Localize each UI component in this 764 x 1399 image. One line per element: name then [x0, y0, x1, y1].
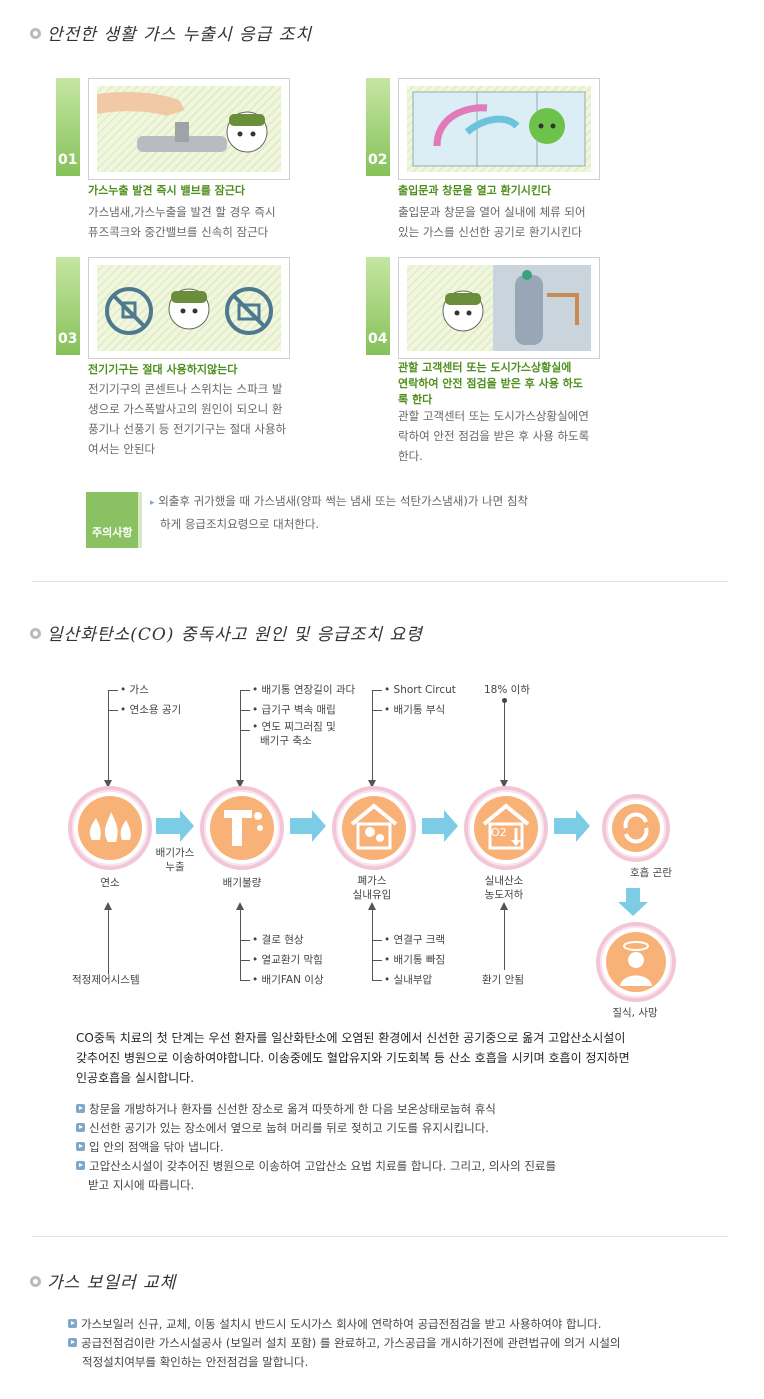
bullet-arrow-icon — [76, 1161, 85, 1170]
step-number-tab: 03 — [56, 257, 80, 355]
node-label: 질식, 사망 — [612, 1007, 658, 1019]
cause-label: • 가스• 연소용 공기 — [120, 684, 182, 716]
connector-line — [108, 690, 118, 691]
connector-line — [108, 710, 118, 711]
connector-line — [504, 904, 505, 970]
inspection-boiler-icon — [442, 265, 591, 351]
bullet-icon — [30, 28, 41, 39]
step-illustration — [398, 257, 600, 359]
list-item: 신선한 공기가 있는 장소에서 옆으로 눕혀 머리를 뒤로 젖히고 기도를 유지… — [76, 1119, 556, 1138]
step-illustration — [88, 78, 290, 180]
step-number-tab: 02 — [366, 78, 390, 176]
connector-line — [240, 710, 250, 711]
cause-label: • 연결구 크랙 • 배기통 빠짐 • 실내부압 — [384, 934, 446, 986]
step-heading: 출입문과 창문을 열고 환기시킨다 — [398, 184, 552, 197]
halo-person-icon — [620, 941, 652, 986]
caution-badge: 주의사항 — [86, 492, 138, 548]
caution-badge-shadow — [138, 492, 142, 548]
step-number-tab: 04 — [366, 257, 390, 355]
caution-text: ▸ 외출후 귀가했을 때 가스냄새(양파 썩는 냄새 또는 석탄가스냄새)가 나… — [150, 494, 529, 531]
node-oxygen-drop: O2 — [464, 786, 548, 870]
node-label: 배기불량 — [222, 877, 262, 889]
node-label: 실내산소 농도저하 — [484, 875, 524, 901]
list-item: 공급전점검이란 가스시설공사 (보일러 설치 포함) 를 완료하고, 가스공급을… — [68, 1334, 621, 1353]
list-item: 가스보일러 신규, 교체, 이동 설치시 반드시 도시가스 회사에 연락하여 공… — [68, 1315, 621, 1334]
connector-line — [372, 960, 382, 961]
house-gas-icon — [350, 803, 398, 850]
bullet-arrow-icon — [76, 1104, 85, 1113]
node-poor-exhaust — [200, 786, 284, 870]
cause-label: • Short Circut• 배기통 부식 — [384, 684, 456, 716]
node-breathing-difficulty — [602, 794, 670, 862]
boiler-bullet-list: 가스보일러 신규, 교체, 이동 설치시 반드시 도시가스 회사에 연락하여 공… — [68, 1315, 621, 1372]
list-item: 고압산소시설이 갖추어진 병원으로 이송하여 고압산소 요법 치료를 합니다. … — [76, 1157, 556, 1176]
step-illustration — [398, 78, 600, 180]
valve-illustration-icon — [97, 92, 268, 153]
connector-line — [372, 980, 382, 981]
bullet-arrow-icon — [68, 1338, 77, 1347]
step-heading: 전기기구는 절대 사용하지않는다 — [88, 363, 238, 376]
connector-line — [240, 940, 250, 941]
connector-line — [372, 710, 382, 711]
node-label: 호흡 곤란 — [630, 867, 672, 879]
node-label: 연소 — [100, 877, 120, 889]
section-title-boiler: 가스 보일러 교체 — [30, 1268, 176, 1293]
exhaust-pipe-icon — [224, 810, 263, 846]
connector-line — [240, 690, 250, 691]
connector-line — [108, 904, 109, 974]
section-divider — [32, 1236, 728, 1237]
bullet-icon — [30, 628, 41, 639]
connector-line — [240, 980, 250, 981]
connector-line — [372, 690, 382, 691]
list-item: 창문을 개방하거나 환자를 신선한 장소로 옮겨 따뜻하게 한 다음 보온상태로… — [76, 1100, 556, 1119]
node-combustion — [68, 786, 152, 870]
section-title-gas-leak: 안전한 생활 가스 누출시 응급 조치 — [30, 20, 312, 45]
node-indoor-inflow — [332, 786, 416, 870]
treatment-bullet-list: 창문을 개방하거나 환자를 신선한 장소로 옮겨 따뜻하게 한 다음 보온상태로… — [76, 1100, 556, 1195]
caution-pointer-icon: ▸ — [150, 498, 155, 508]
connector-dot — [502, 698, 507, 703]
connector-line — [504, 700, 505, 784]
connector-line — [108, 690, 109, 784]
cause-label: • 결로 현상 • 열교환기 막힘 • 배기FAN 이상 — [252, 934, 324, 986]
cause-label: 18% 이하 — [484, 684, 530, 696]
section-title-co-poisoning: 일산화탄소(CO) 중독사고 원인 및 응급조치 요령 — [30, 620, 423, 645]
connector-line — [240, 690, 241, 784]
cause-label: 환기 안됨 — [482, 974, 524, 986]
bullet-icon — [30, 1276, 41, 1287]
step-heading: 가스누출 발견 즉시 밸브를 잠근다 — [88, 184, 245, 197]
connector-line — [372, 690, 373, 784]
node-label: 폐가스 실내유입 — [352, 875, 392, 901]
connector-line — [372, 940, 382, 941]
connector-line — [240, 904, 241, 980]
step-illustration — [88, 257, 290, 359]
bullet-arrow-icon — [76, 1123, 85, 1132]
cause-label: 적정제어시스템 — [72, 974, 140, 986]
connector-line — [240, 960, 250, 961]
connector-line — [372, 904, 373, 980]
list-item: 적정설치여부를 확인하는 안전점검을 말합니다. — [82, 1355, 309, 1369]
list-item: 받고 지시에 따릅니다. — [88, 1178, 195, 1192]
flow-label: 배기가스 누출 — [155, 847, 195, 873]
no-electric-icon — [105, 287, 273, 335]
node-suffocation-death — [596, 922, 676, 1002]
bullet-arrow-icon — [68, 1319, 77, 1328]
bullet-arrow-icon — [76, 1142, 85, 1151]
diagram-flow-arrows — [156, 810, 648, 916]
connector-line — [240, 730, 250, 731]
section-divider — [32, 581, 728, 582]
flame-icon — [89, 812, 131, 842]
co-treatment-paragraph: CO중독 치료의 첫 단계는 우선 환자를 일산화탄소에 오염된 환경에서 신선… — [76, 1031, 630, 1085]
list-item: 입 안의 점액을 닦아 냅니다. — [76, 1138, 556, 1157]
window-ventilation-icon — [412, 91, 586, 167]
step-number-tab: 01 — [56, 78, 80, 176]
cycle-icon — [623, 812, 649, 844]
oxygen-down-icon — [482, 803, 530, 850]
